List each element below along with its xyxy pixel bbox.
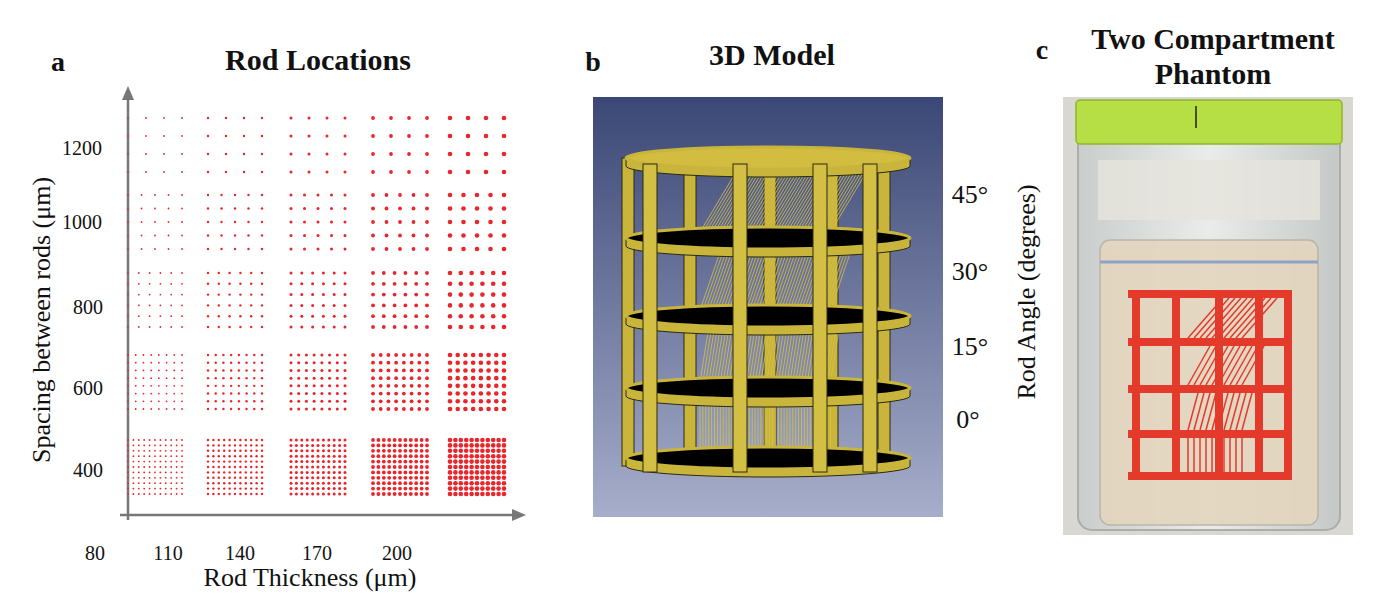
axis-title: Rod Thickness (μm)	[204, 563, 417, 593]
angle-label: 45°	[952, 180, 988, 210]
panel-title: Rod Locations	[225, 43, 411, 78]
tick-label: 170	[302, 542, 332, 565]
phantom-photo	[1063, 97, 1353, 535]
panel-letter: b	[585, 46, 601, 78]
panel-title: 3D Model	[709, 38, 835, 73]
angle-label: 0°	[956, 405, 979, 435]
angle-label: 15°	[952, 332, 988, 362]
rod-grid	[120, 86, 526, 521]
panel-letter: c	[1036, 34, 1048, 66]
tick-label: 1200	[62, 137, 102, 160]
tick-label: 600	[73, 377, 103, 400]
tick-label: 1000	[62, 211, 102, 234]
model-render	[593, 97, 943, 517]
axis-title: Rod Angle (degrees)	[1012, 184, 1042, 399]
tick-label: 80	[85, 542, 105, 565]
panel-letter: a	[51, 46, 65, 78]
tick-label: 200	[382, 542, 412, 565]
tick-label: 400	[73, 459, 103, 482]
tick-label: 800	[73, 296, 103, 319]
tick-label: 110	[153, 542, 182, 565]
tick-label: 140	[225, 542, 255, 565]
axis-title: Spacing between rods (μm)	[27, 177, 57, 463]
angle-label: 30°	[952, 257, 988, 287]
panel-title: Two Compartment Phantom	[1068, 22, 1358, 91]
